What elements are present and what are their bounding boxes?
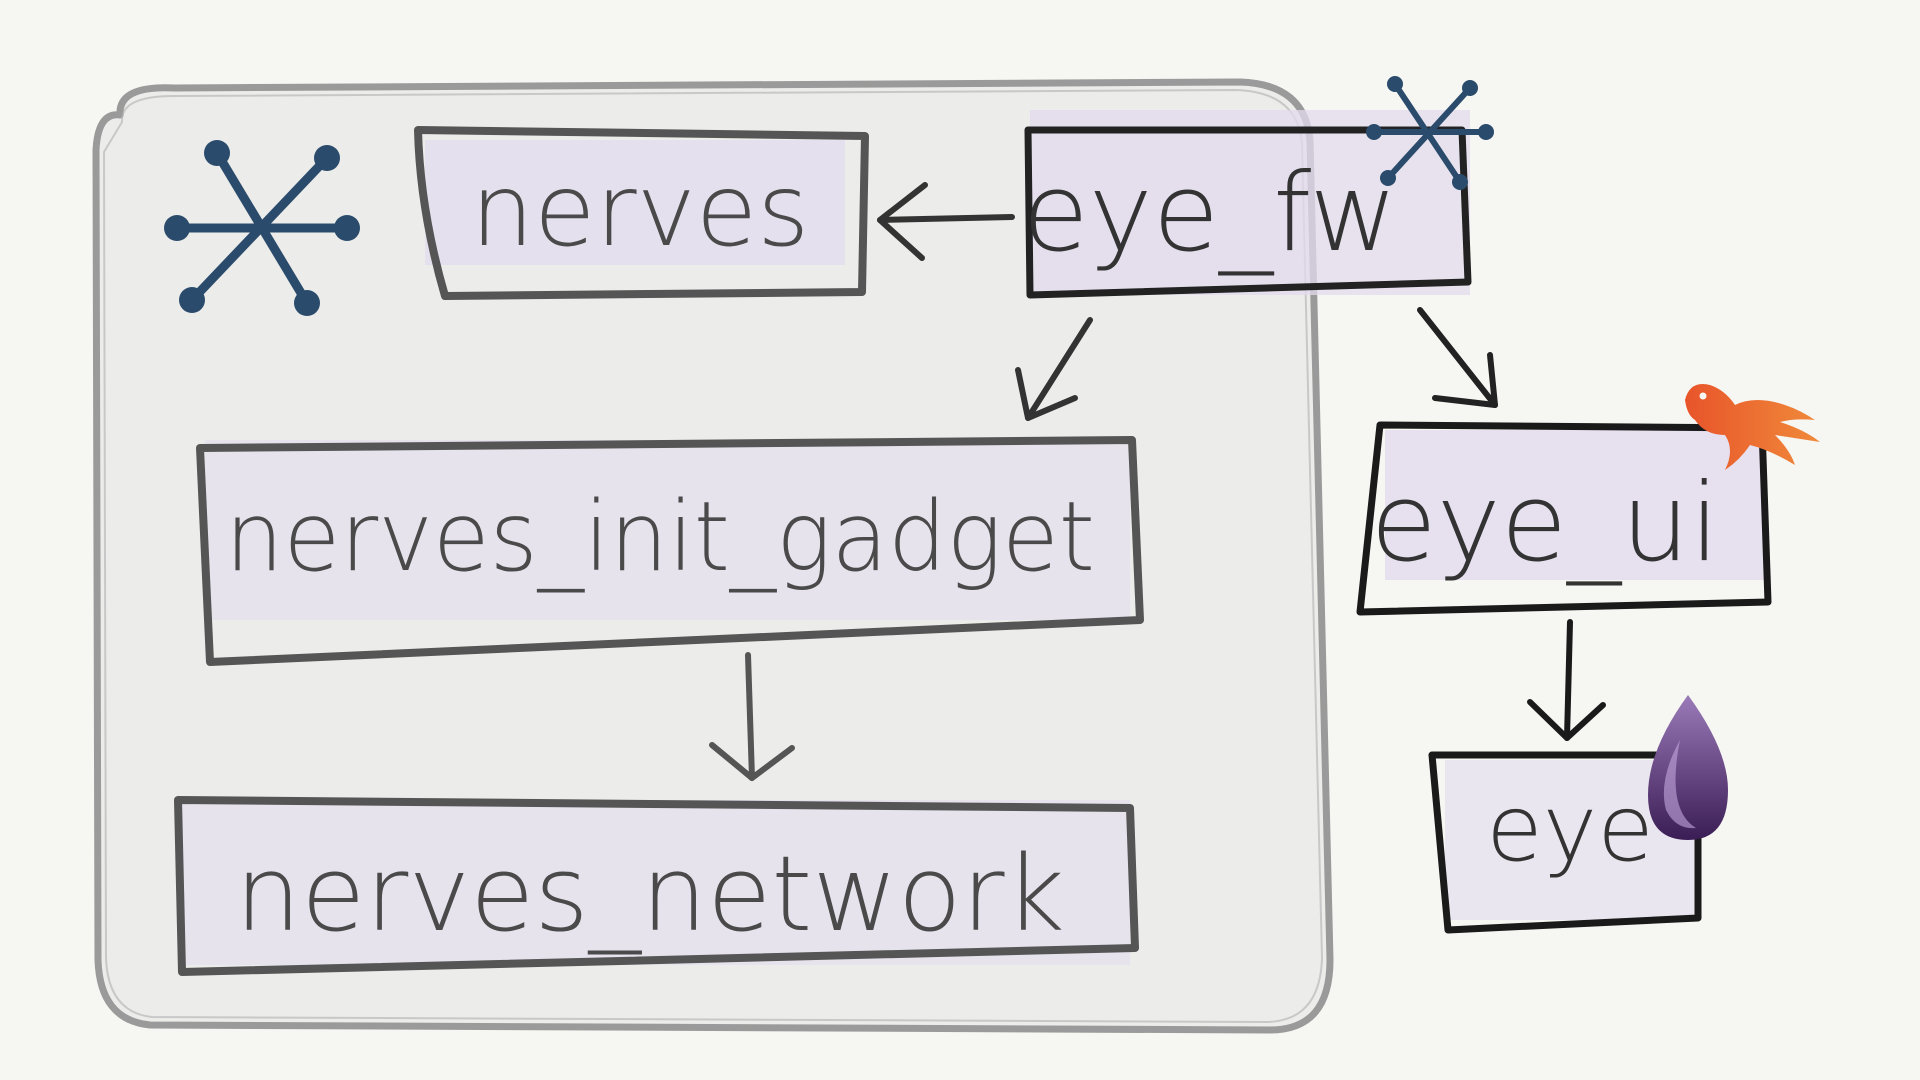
phoenix-logo-icon (1685, 384, 1820, 470)
node-nerves-network-label: nerves_network (235, 833, 1065, 955)
node-eye-ui-label: eye_ui (1370, 461, 1719, 586)
node-eye-ui: eye_ui (1356, 421, 1772, 616)
node-eye-fw: eye_fw (1022, 110, 1472, 299)
node-nerves-label: nerves (471, 152, 810, 269)
node-nerves-init-gadget-label: nerves_init_gadget (225, 481, 1095, 593)
arrow-eye-fw-to-eye-ui (1417, 307, 1498, 408)
node-eye: eye (1428, 751, 1702, 934)
arrow-eye-fw-to-nerves-init-gadget (1015, 317, 1093, 421)
node-nerves: nerves (414, 126, 869, 300)
arrow-nerves-init-gadget-to-nerves-network (709, 652, 795, 781)
node-nerves-init-gadget: nerves_init_gadget (196, 436, 1144, 666)
elixir-logo-icon (1648, 695, 1728, 840)
arrow-eye-fw-to-nerves (877, 182, 1015, 261)
arrow-eye-ui-to-eye (1527, 619, 1606, 741)
node-eye-label: eye (1486, 775, 1654, 882)
nerves-logo-icon (164, 140, 360, 316)
node-nerves-network: nerves_network (174, 796, 1139, 976)
node-eye-fw-label: eye_fw (1022, 151, 1397, 276)
nerves-logo-small-icon (1366, 76, 1494, 190)
